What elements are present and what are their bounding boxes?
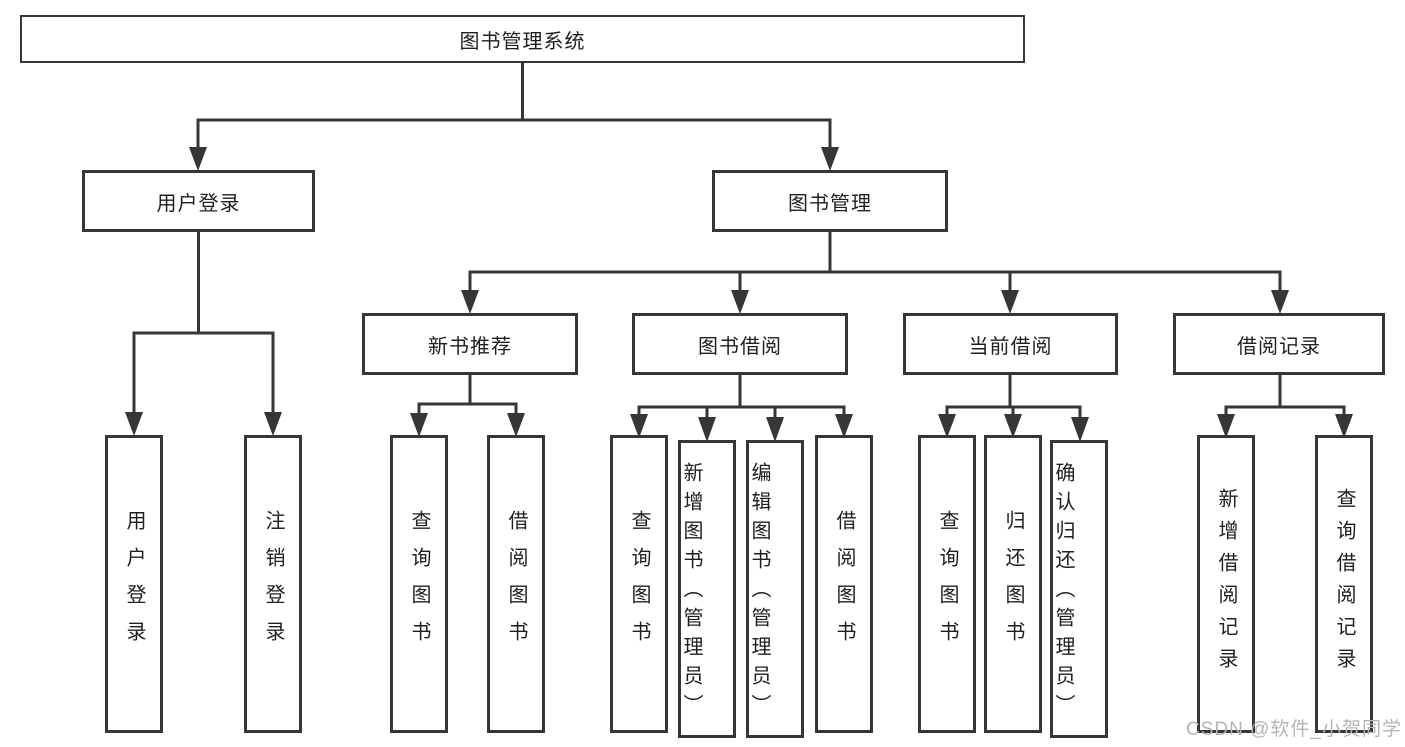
leaf-user-login: 用户登录 — [105, 435, 163, 733]
node-borrowing-records-label: 借阅记录 — [1237, 335, 1321, 358]
leaf-confirm-return-admin: 确认归还（管理员） — [1050, 440, 1108, 738]
leaf-user-login-label: 用户登录 — [123, 510, 145, 658]
leaf-logout-login-label: 注销登录 — [262, 510, 284, 658]
leaf-query-books-borrowing-label: 查询图书 — [628, 510, 650, 658]
leaf-add-borrowing-record-label: 新增借阅记录 — [1215, 488, 1237, 680]
leaf-query-books-recommend-label: 查询图书 — [408, 510, 430, 658]
csdn-watermark: CSDN @软件_小贺同学 — [1186, 719, 1402, 740]
leaf-borrow-books-recommend-label: 借阅图书 — [505, 510, 527, 658]
node-new-book-recommendation-label: 新书推荐 — [428, 335, 512, 358]
leaf-add-books-admin: 新增图书（管理员） — [678, 440, 736, 738]
node-root-system: 图书管理系统 — [20, 15, 1025, 63]
leaf-query-books-current: 查询图书 — [918, 435, 976, 733]
leaf-confirm-return-admin-label: 确认归还（管理员） — [1052, 462, 1074, 723]
leaf-borrow-books-recommend: 借阅图书 — [487, 435, 545, 733]
node-new-book-recommendation: 新书推荐 — [362, 313, 578, 375]
leaf-edit-books-admin: 编辑图书（管理员） — [746, 440, 804, 738]
leaf-borrow-books-borrowing: 借阅图书 — [815, 435, 873, 733]
node-borrowing-records: 借阅记录 — [1173, 313, 1385, 375]
leaf-query-borrowing-record-label: 查询借阅记录 — [1333, 488, 1355, 680]
leaf-return-books-label: 归还图书 — [1002, 510, 1024, 658]
leaf-add-books-admin-label: 新增图书（管理员） — [680, 462, 702, 723]
leaf-logout-login: 注销登录 — [244, 435, 302, 733]
node-root-label: 图书管理系统 — [459, 30, 586, 53]
leaf-query-books-recommend: 查询图书 — [390, 435, 448, 733]
leaf-query-borrowing-record: 查询借阅记录 — [1315, 435, 1373, 733]
leaf-add-borrowing-record: 新增借阅记录 — [1197, 435, 1255, 733]
node-current-borrowing: 当前借阅 — [903, 313, 1118, 375]
leaf-edit-books-admin-label: 编辑图书（管理员） — [748, 462, 770, 723]
leaf-query-books-borrowing: 查询图书 — [610, 435, 668, 733]
node-current-borrowing-label: 当前借阅 — [968, 335, 1053, 358]
leaf-return-books: 归还图书 — [984, 435, 1042, 733]
node-book-management: 图书管理 — [712, 170, 948, 232]
node-book-management-label: 图书管理 — [788, 192, 872, 215]
node-book-borrowing: 图书借阅 — [632, 313, 848, 375]
node-user-login: 用户登录 — [82, 170, 315, 232]
leaf-query-books-current-label: 查询图书 — [936, 510, 958, 658]
leaf-borrow-books-borrowing-label: 借阅图书 — [833, 510, 855, 658]
node-book-borrowing-label: 图书借阅 — [698, 335, 782, 358]
node-user-login-label: 用户登录 — [156, 192, 241, 215]
